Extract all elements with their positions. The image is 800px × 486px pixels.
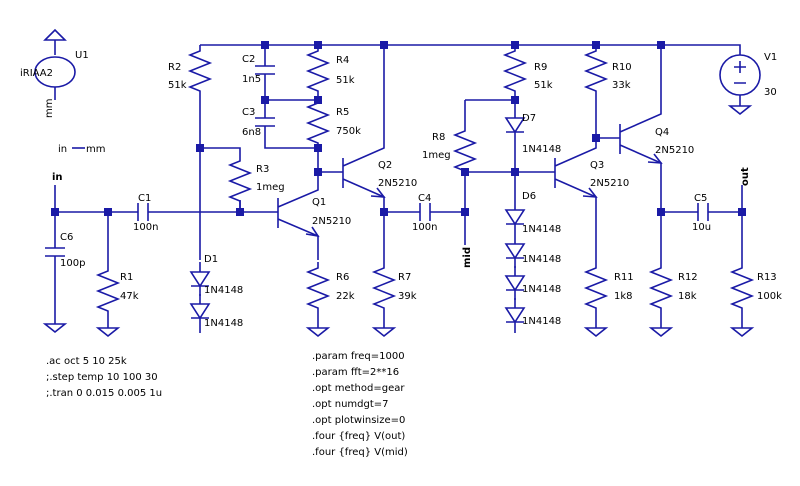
d4-value: 1N4148 [522, 254, 561, 265]
u1-block [34, 28, 76, 100]
r10-ref: R10 [612, 62, 632, 73]
directives-center: .param freq=1000 .param fft=2**16 .opt m… [312, 351, 408, 458]
v1-source [719, 54, 761, 115]
directive-line: ;.tran 0 0.015 0.005 1u [46, 388, 162, 399]
q3-transistor [554, 138, 598, 262]
r6-value: 22k [336, 291, 355, 302]
c2-ref: C2 [242, 54, 255, 65]
c2-value: 1n5 [242, 74, 261, 85]
d7-value: 1N4148 [522, 144, 561, 155]
q4-transistor [619, 45, 663, 262]
r4-ref: R4 [336, 55, 349, 66]
directive-line: .four {freq} V(out) [312, 431, 405, 442]
r6-ref: R6 [336, 272, 349, 283]
r2-ref: R2 [168, 62, 181, 73]
d7-ref: D7 [522, 113, 536, 124]
r11-value: 1k8 [614, 291, 633, 302]
r2-value: 51k [168, 80, 187, 91]
r13-value: 100k [757, 291, 782, 302]
out-flag: out [740, 167, 751, 186]
u1-ref: U1 [75, 50, 89, 61]
u1-value: iRIAA2 [20, 68, 53, 79]
directive-line: .ac oct 5 10 25k [46, 356, 127, 367]
directive-line: .opt plotwinsize=0 [312, 415, 405, 426]
d8-value: 1N4148 [522, 284, 561, 295]
d6-ref: D6 [522, 191, 536, 202]
r3-value: 1meg [256, 182, 285, 193]
c5-value: 10u [692, 222, 711, 233]
r11-ref: R11 [614, 272, 634, 283]
q4-value: 2N5210 [655, 145, 694, 156]
r4-value: 51k [336, 75, 355, 86]
c1-value: 100n [133, 222, 158, 233]
d2-value: 1N4148 [204, 318, 243, 329]
c6-value: 100p [60, 258, 85, 269]
q1-ref: Q1 [312, 197, 326, 208]
q1-transistor [277, 170, 320, 260]
r7-value: 39k [398, 291, 417, 302]
c4-ref: C4 [418, 193, 431, 204]
in-flag: in [52, 172, 63, 183]
c5-ref: C5 [694, 193, 707, 204]
v1-ref: V1 [764, 52, 777, 63]
in-net-label: in [58, 144, 67, 155]
r10-value: 33k [612, 80, 631, 91]
r8-ref: R8 [432, 132, 445, 143]
q3-value: 2N5210 [590, 178, 629, 189]
r9-value: 51k [534, 80, 553, 91]
c3-ref: C3 [242, 107, 255, 118]
directives-left: .ac oct 5 10 25k ;.step temp 10 100 30 ;… [46, 356, 162, 399]
directive-line: .opt method=gear [312, 383, 405, 394]
directive-line: .param fft=2**16 [312, 367, 399, 378]
q2-value: 2N5210 [378, 178, 417, 189]
r5-ref: R5 [336, 107, 349, 118]
q1-value: 2N5210 [312, 216, 351, 227]
r7-ref: R7 [398, 272, 411, 283]
directive-line: .four {freq} V(mid) [312, 447, 408, 458]
r12-ref: R12 [678, 272, 698, 283]
r3-ref: R3 [256, 164, 269, 175]
c4-value: 100n [412, 222, 437, 233]
d5-value: 1N4148 [522, 224, 561, 235]
r5-value: 750k [336, 126, 361, 137]
r1-value: 47k [120, 291, 139, 302]
c3-value: 6n8 [242, 127, 261, 138]
d9-value: 1N4148 [522, 316, 561, 327]
v1-value: 30 [764, 87, 777, 98]
directive-line: .opt numdgt=7 [312, 399, 389, 410]
q4-ref: Q4 [655, 127, 669, 138]
r1-ref: R1 [120, 272, 133, 283]
c6-ref: C6 [60, 232, 73, 243]
q2-ref: Q2 [378, 160, 392, 171]
mm-net-label: mm [86, 144, 105, 155]
c1-ref: C1 [138, 193, 151, 204]
r12-value: 18k [678, 291, 697, 302]
mid-flag: mid [462, 247, 473, 268]
junction-dots [51, 41, 746, 216]
q3-ref: Q3 [590, 160, 604, 171]
d1-value: 1N4148 [204, 285, 243, 296]
directive-line: .param freq=1000 [312, 351, 405, 362]
directive-line: ;.step temp 10 100 30 [46, 372, 158, 383]
d1-ref: D1 [204, 254, 218, 265]
q2-transistor [342, 45, 386, 212]
r8-value: 1meg [422, 150, 451, 161]
u1-pin-label: mm [44, 99, 55, 118]
r9-ref: R9 [534, 62, 547, 73]
r13-ref: R13 [757, 272, 777, 283]
